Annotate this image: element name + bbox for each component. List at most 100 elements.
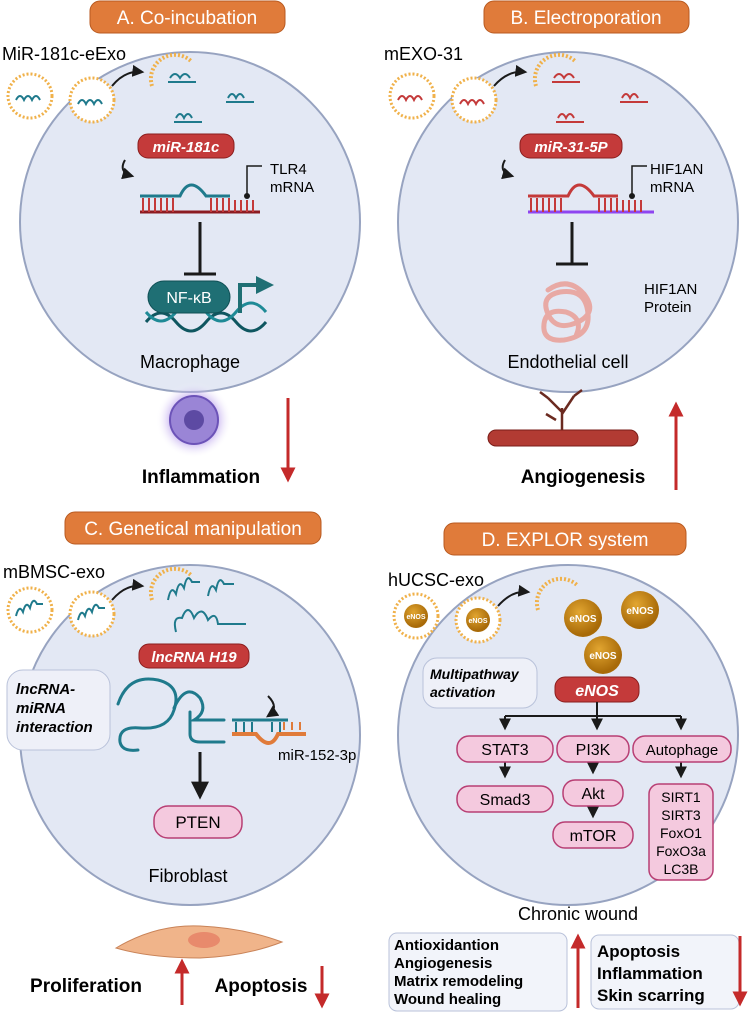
- curve-arrow-a: [121, 159, 135, 180]
- target-a-line1: TLR4: [270, 161, 307, 178]
- banner-b: [483, 0, 690, 34]
- mrna-duplex-a: [140, 183, 260, 214]
- autophage-box: [632, 735, 732, 763]
- up-outcome-4: Wound healing: [394, 991, 501, 1008]
- banner-d-text: D. EXPLOR system: [482, 530, 649, 551]
- side-box-d: [422, 657, 538, 709]
- exosome-d2-text: eNOS: [468, 618, 487, 625]
- cell-b: [397, 51, 739, 393]
- panel-c: C. Genetical manipulation mBMSC-exo lncR…: [3, 511, 361, 1009]
- panel-d: D. EXPLOR system hUCSC-exo eNOS eNOS eNO…: [388, 522, 748, 1012]
- mirna-c-label: miR-152-3p: [278, 747, 356, 764]
- mrna-duplex-b: [528, 183, 654, 214]
- mirna-duplex-c: [232, 718, 306, 745]
- released-mirna-b: [552, 73, 648, 123]
- exosome-a2: [68, 76, 116, 124]
- exosome-b2: [450, 76, 498, 124]
- side-c-line3: interaction: [16, 719, 93, 736]
- exo-label-d: hUCSC-exo: [388, 570, 484, 590]
- exosome-c2: [68, 590, 116, 638]
- outcome-b: Angiogenesis: [521, 467, 646, 488]
- target-foxo3a: FoxO3a: [656, 843, 706, 859]
- nfkb-text: NF-κB: [166, 290, 211, 307]
- enos-particle-3: eNOS: [584, 636, 622, 674]
- autophage-text: Autophage: [646, 742, 719, 759]
- autophagy-targets-box: [648, 783, 714, 881]
- up-outcome-3: Matrix remodeling: [394, 973, 523, 990]
- target-foxo1: FoxO1: [660, 825, 702, 841]
- enos-particle-1-text: eNOS: [569, 614, 597, 625]
- target-sirt1: SIRT1: [661, 789, 701, 805]
- target-callout-a: [246, 165, 262, 196]
- exo-label-b: mEXO-31: [384, 44, 463, 64]
- pi3k-box: [556, 735, 630, 763]
- banner-b-text: B. Electroporation: [510, 8, 661, 29]
- panel-b: B. Electroporation mEXO-31 miR-31-5P HIF…: [384, 0, 739, 490]
- lncrna-structure: [116, 677, 226, 752]
- uptake-arrow-d: [497, 584, 531, 607]
- target-lc3b: LC3B: [663, 861, 698, 877]
- smad3-box: [456, 785, 554, 813]
- up-outcome-1: Antioxidantion: [394, 937, 499, 954]
- banner-a-text: A. Co-incubation: [117, 8, 257, 29]
- inhibit-b: [556, 222, 588, 266]
- side-c-line2: miRNA: [16, 700, 66, 717]
- lncrna-pill: [138, 643, 250, 669]
- banner-a: [89, 0, 286, 34]
- up-outcomes-box: [388, 932, 568, 1012]
- mtor-box: [552, 821, 634, 849]
- released-lncrna-c: [167, 577, 246, 633]
- akt-text: Akt: [581, 786, 605, 803]
- side-c-line1: lncRNA-: [16, 681, 75, 698]
- vessel-icon: [487, 389, 639, 447]
- protein-coil: [541, 281, 593, 343]
- pten-text: PTEN: [175, 813, 220, 832]
- mirna-pill-a-text: miR-181c: [153, 139, 220, 156]
- exosome-d2: eNOS: [454, 596, 502, 644]
- enos-particle-3-text: eNOS: [589, 651, 617, 662]
- curve-arrow-c: [266, 695, 280, 718]
- uptake-arrow-c: [111, 578, 145, 601]
- exosome-c1: [6, 586, 54, 634]
- target-a-line2: mRNA: [270, 179, 314, 196]
- cell-d-label: Chronic wound: [518, 904, 638, 924]
- down-outcome-3: Skin scarring: [597, 986, 705, 1005]
- outcome-a: Inflammation: [142, 467, 260, 488]
- target-b-line2: mRNA: [650, 179, 694, 196]
- target-b-line1: HIF1AN: [650, 161, 703, 178]
- exosome-d1-text: eNOS: [406, 614, 425, 621]
- mirna-pill-b: [519, 133, 623, 159]
- side-d-line2: activation: [430, 684, 495, 700]
- side-d-line1: Multipathway: [430, 666, 520, 682]
- stat3-box: [456, 735, 554, 763]
- enos-particle-2: eNOS: [621, 591, 659, 629]
- inhibit-a: [184, 222, 216, 276]
- uptake-arrow-b: [493, 64, 528, 87]
- exosome-d1: eNOS: [392, 592, 440, 640]
- side-box-c: [6, 669, 111, 751]
- exo-label-c: mBMSC-exo: [3, 562, 105, 582]
- cell-b-label: Endothelial cell: [507, 352, 628, 372]
- protein-b-line1: HIF1AN: [644, 281, 697, 298]
- smad3-text: Smad3: [480, 792, 531, 809]
- down-outcome-2: Inflammation: [597, 964, 703, 983]
- lncrna-pill-text: lncRNA H19: [151, 649, 237, 666]
- target-sirt3: SIRT3: [661, 807, 701, 823]
- fibroblast-icon: [114, 925, 284, 959]
- exosome-a1: [6, 72, 54, 120]
- banner-d: [443, 522, 687, 556]
- transcription-arrow: [238, 283, 258, 313]
- exosome-b1: [388, 72, 436, 120]
- macrophage-nucleus: [184, 410, 204, 430]
- outcome-c-up: Proliferation: [30, 976, 142, 997]
- stat3-text: STAT3: [481, 742, 529, 759]
- mtor-text: mTOR: [570, 828, 617, 845]
- pi3k-text: PI3K: [576, 742, 611, 759]
- cell-c-label: Fibroblast: [148, 866, 227, 886]
- enos-particle-1: eNOS: [564, 599, 602, 637]
- outcome-c-down: Apoptosis: [215, 976, 308, 997]
- curve-arrow-b: [501, 159, 515, 180]
- callout-dot-b: [629, 193, 635, 199]
- up-outcome-2: Angiogenesis: [394, 955, 492, 972]
- enos-hub-text: eNOS: [575, 683, 619, 700]
